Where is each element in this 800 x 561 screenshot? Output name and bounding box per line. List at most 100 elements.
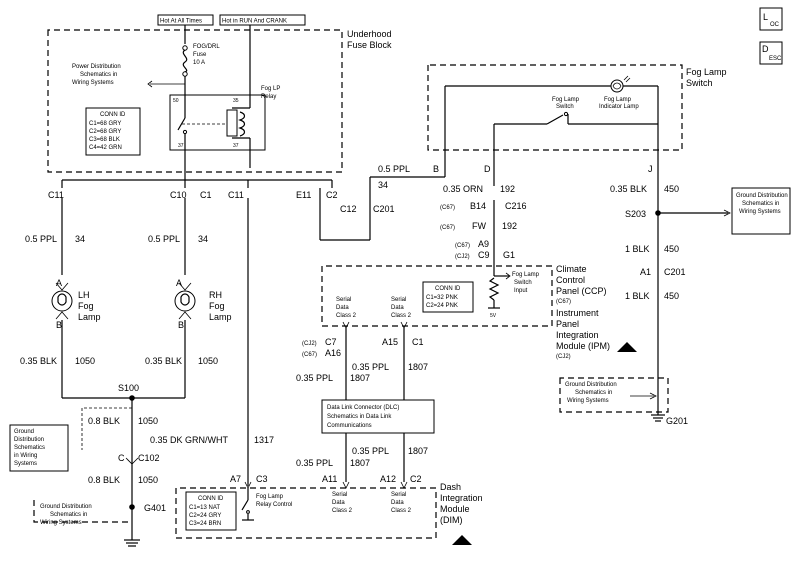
- lh-fog-lamp: [51, 282, 73, 320]
- svg-text:C: C: [118, 453, 125, 463]
- hot-in-run-label: Hot in RUN And CRANK: [219, 14, 306, 26]
- svg-text:A1: A1: [640, 267, 651, 277]
- fog-switch-title-2: Switch: [686, 78, 713, 88]
- ground-ref-g201: Ground Distribution Schematics in Wiring…: [565, 382, 617, 404]
- svg-text:1050: 1050: [198, 356, 218, 366]
- fog-lamp-relay: 50 35 37 37: [169, 94, 266, 151]
- svg-text:Ground Distribution: Ground Distribution: [736, 193, 788, 199]
- svg-text:0.35 ORN: 0.35 ORN: [443, 184, 483, 194]
- svg-text:E11: E11: [296, 190, 311, 200]
- svg-text:C1: C1: [412, 337, 424, 347]
- ground-ref-left: Ground Distribution Schematics in Wiring…: [9, 424, 69, 472]
- svg-text:LH: LH: [78, 290, 90, 300]
- svg-text:Schematics in: Schematics in: [575, 390, 612, 396]
- svg-text:Fog: Fog: [78, 301, 94, 311]
- svg-text:Schematics in: Schematics in: [50, 512, 87, 518]
- dim-conn-id: CONN ID C1=13 NAT C2=24 GRY C3=24 BRN: [185, 491, 237, 531]
- svg-text:Hot in RUN And CRANK: Hot in RUN And CRANK: [222, 19, 287, 25]
- svg-text:34: 34: [198, 234, 208, 244]
- underhood-title: Underhood: [347, 29, 392, 39]
- svg-text:C201: C201: [664, 267, 686, 277]
- rh-fog-lamp: [174, 282, 196, 320]
- esd-icon-dim: [452, 535, 472, 545]
- svg-text:B14: B14: [470, 201, 486, 211]
- svg-text:L: L: [763, 12, 768, 22]
- svg-text:C9: C9: [478, 250, 490, 260]
- svg-text:C12: C12: [340, 204, 357, 214]
- svg-text:50: 50: [173, 98, 179, 104]
- relay-label-2: Relay: [261, 94, 276, 100]
- svg-text:192: 192: [502, 221, 517, 231]
- svg-text:Serial: Serial: [336, 297, 351, 303]
- svg-text:1050: 1050: [138, 416, 158, 426]
- svg-text:C3=68 BLK: C3=68 BLK: [89, 137, 120, 143]
- ground-ref-bottom-outline: [33, 500, 132, 523]
- svg-text:(C67): (C67): [440, 205, 455, 211]
- svg-text:C1=68 GRY: C1=68 GRY: [89, 121, 121, 127]
- svg-text:J: J: [648, 164, 653, 174]
- ipm-label: Instrument Panel Integration Module (IPM…: [556, 308, 610, 360]
- svg-text:G1: G1: [503, 250, 515, 260]
- svg-text:C1=32 PNK: C1=32 PNK: [426, 295, 458, 301]
- svg-text:0.5 PPL: 0.5 PPL: [378, 164, 410, 174]
- svg-text:35: 35: [233, 98, 239, 104]
- svg-text:C2=24 GRY: C2=24 GRY: [189, 513, 221, 519]
- dim-relay-driver: [241, 488, 254, 521]
- svg-text:Integration: Integration: [440, 493, 483, 503]
- ground-g401-symbol: [124, 539, 140, 547]
- svg-text:Schematics: Schematics: [14, 445, 45, 451]
- svg-text:OC: OC: [770, 22, 780, 28]
- svg-text:C10: C10: [170, 190, 187, 200]
- svg-text:C2=24 PNK: C2=24 PNK: [426, 303, 458, 309]
- svg-text:0.35 PPL: 0.35 PPL: [296, 458, 333, 468]
- svg-text:(C67): (C67): [440, 225, 455, 231]
- svg-text:0.35 BLK: 0.35 BLK: [20, 356, 57, 366]
- svg-text:Switch: Switch: [556, 104, 574, 110]
- svg-text:192: 192: [500, 184, 515, 194]
- fog-lamp-switch: [493, 111, 658, 150]
- svg-text:Fog Lamp: Fog Lamp: [256, 494, 284, 500]
- svg-text:Wiring Systems: Wiring Systems: [567, 398, 609, 404]
- ground-ref-bottom: Ground Distribution Schematics in Wiring…: [40, 504, 92, 526]
- svg-text:C11: C11: [48, 190, 64, 200]
- svg-text:450: 450: [664, 184, 679, 194]
- indicator-lamp: [610, 75, 631, 93]
- svg-text:C216: C216: [505, 201, 527, 211]
- svg-text:B: B: [433, 164, 439, 174]
- svg-text:CONN ID: CONN ID: [435, 286, 461, 292]
- svg-text:Schematics in: Schematics in: [80, 72, 117, 78]
- svg-text:Communications: Communications: [327, 423, 372, 429]
- svg-text:Power Distribution: Power Distribution: [72, 64, 121, 70]
- ccp-input-circuit: 5V: [488, 268, 511, 319]
- svg-text:S203: S203: [625, 209, 646, 219]
- svg-text:34: 34: [378, 180, 388, 190]
- svg-text:Data: Data: [336, 305, 349, 311]
- hot-at-all-times-label: Hot At All Times: [157, 14, 214, 26]
- svg-text:CONN ID: CONN ID: [198, 496, 224, 502]
- fog-switch-title: Fog Lamp: [686, 67, 727, 77]
- svg-text:RH: RH: [209, 290, 222, 300]
- svg-text:A: A: [56, 278, 62, 288]
- svg-text:C3: C3: [256, 474, 268, 484]
- svg-text:0.5 PPL: 0.5 PPL: [25, 234, 57, 244]
- svg-text:0.8 BLK: 0.8 BLK: [88, 416, 120, 426]
- svg-text:Systems: Systems: [14, 461, 37, 467]
- svg-text:in Wiring: in Wiring: [14, 453, 37, 459]
- svg-text:G201: G201: [666, 416, 688, 426]
- svg-text:450: 450: [664, 244, 679, 254]
- svg-text:1 BLK: 1 BLK: [625, 291, 650, 301]
- svg-text:C1: C1: [200, 190, 212, 200]
- svg-text:Indicator Lamp: Indicator Lamp: [599, 104, 639, 110]
- svg-text:C2: C2: [410, 474, 422, 484]
- svg-text:A9: A9: [478, 239, 489, 249]
- svg-text:Instrument: Instrument: [556, 308, 599, 318]
- svg-text:1317: 1317: [254, 435, 274, 445]
- fog-lamp-switch-outline: [427, 64, 683, 151]
- svg-text:450: 450: [664, 291, 679, 301]
- svg-text:Control: Control: [556, 275, 585, 285]
- svg-text:Panel: Panel: [556, 319, 579, 329]
- svg-text:0.35 PPL: 0.35 PPL: [352, 362, 389, 372]
- svg-text:Data Link Connector (DLC): Data Link Connector (DLC): [327, 405, 399, 411]
- svg-text:Hot At All Times: Hot At All Times: [160, 19, 202, 25]
- svg-text:Integration: Integration: [556, 330, 599, 340]
